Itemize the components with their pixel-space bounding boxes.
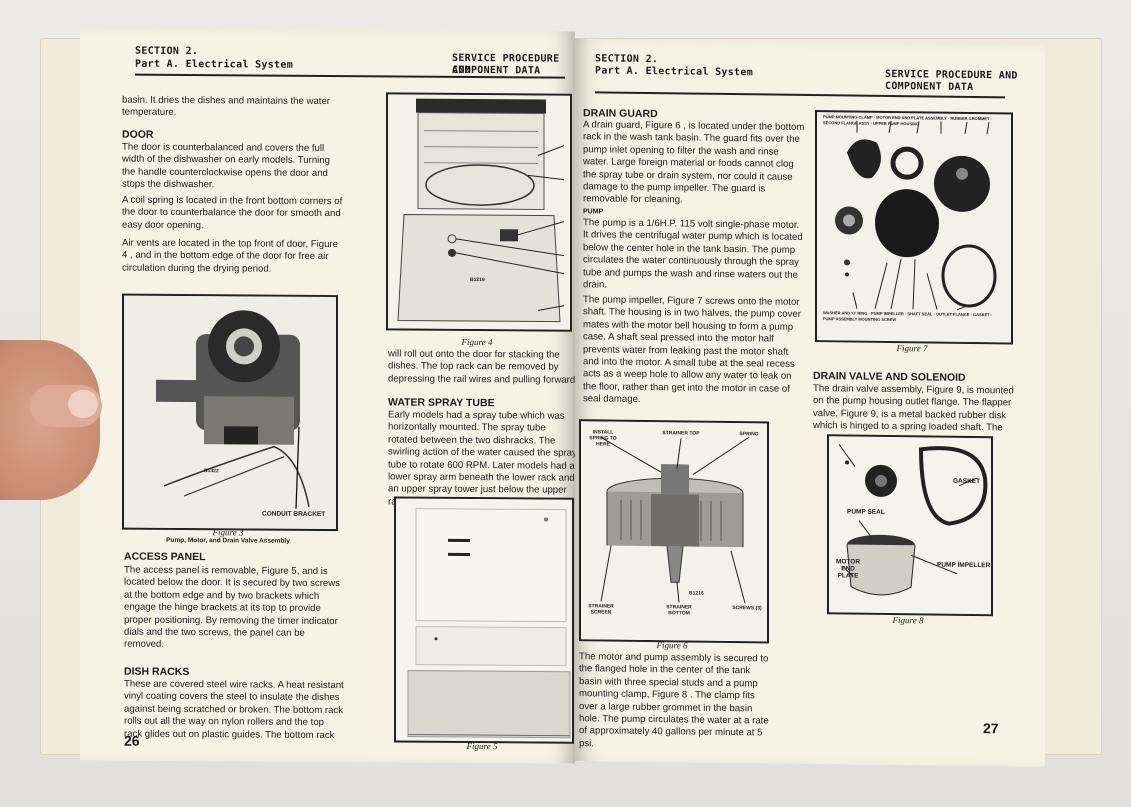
dishwasher-interior-drawing (388, 94, 570, 330)
racks-continued-text: will roll out onto the door for stacking… (388, 348, 575, 386)
label-install-spring: INSTALL SPRING TO HERE (589, 429, 617, 448)
figure-6-id: B1216 (689, 590, 704, 597)
door-heading: DOOR (122, 128, 154, 141)
left-intro-text: basin. It dries the dishes and maintains… (122, 94, 330, 119)
conduit-bracket-label: CONDUIT BRACKET (262, 510, 326, 518)
left-part-label: Part A. Electrical System (135, 58, 294, 71)
figure-4-photo: B1219 (386, 92, 572, 332)
drain-guard-paragraph: A drain guard, Figure 6 , is located und… (583, 119, 805, 206)
label-motor-end-plate: MOTOR END PLATE (835, 558, 861, 580)
drain-valve-paragraph: The drain valve assembly, Figure 9, is m… (813, 383, 1014, 434)
access-panel-heading: ACCESS PANEL (124, 550, 206, 564)
motor-assembly-paragraph: The motor and pump assembly is secured t… (579, 651, 769, 750)
dish-racks-heading: DISH RACKS (124, 665, 190, 679)
pump-motor-drawing (124, 295, 336, 530)
right-page-number: 27 (983, 720, 999, 737)
label-pump-seal: PUMP SEAL (847, 508, 885, 516)
water-spray-tube-paragraph: Early models had a spray tube which was … (388, 409, 575, 507)
drain-valve-drawing (829, 436, 991, 615)
label-strainer-screen: STRAINER SCREEN (588, 603, 614, 616)
figure-7-caption: Figure 7 (896, 343, 928, 354)
figure-8-caption: Figure 8 (892, 615, 924, 626)
label-pump-impeller: PUMP IMPELLER (937, 561, 991, 570)
pump-paragraph-2: The pump impeller, Figure 7 screws onto … (583, 294, 801, 406)
pump-parts-drawing (817, 112, 1011, 343)
water-spray-tube-heading: WATER SPRAY TUBE (388, 396, 495, 410)
figure-3-photo: CONDUIT BRACKET B1322 (122, 293, 338, 532)
door-paragraph-3: Air vents are located in the top front o… (122, 237, 338, 275)
label-screws: SCREWS (3) (732, 605, 762, 612)
door-paragraph-1: The door is counterbalanced and covers t… (122, 141, 330, 191)
label-strainer-top: STRAINER TOP (662, 430, 700, 437)
label-spring: SPRING (739, 431, 759, 438)
figure-7-photo: PUMP MOUNTING CLAMP · MOTOR END AND PLAT… (815, 110, 1013, 345)
dish-racks-paragraph: These are covered steel wire racks. A he… (124, 678, 344, 741)
figure-5-caption: Figure 5 (466, 740, 498, 752)
thumb-nail (68, 390, 98, 418)
right-page: SECTION 2. Part A. Electrical System SER… (575, 39, 1045, 767)
figure-4-caption: Figure 4 (461, 336, 493, 348)
drain-guard-drawing (581, 421, 767, 642)
left-section-label: SECTION 2. (135, 45, 199, 58)
figure-4-id: B1219 (470, 276, 485, 284)
figure-3-subcaption: Pump, Motor, and Drain Valve Assembly (166, 536, 290, 545)
figure-7-bottom-labels: WASHER AND 'O' RING · PUMP IMPELLER · SH… (823, 310, 993, 323)
right-part-label: Part A. Electrical System (595, 65, 754, 79)
figure-6-caption: Figure 6 (656, 640, 688, 651)
access-panel-drawing (396, 498, 572, 742)
label-strainer-bottom: STRAINER BOTTOM (666, 604, 692, 617)
figure-6-photo: INSTALL SPRING TO HERE STRAINER TOP SPRI… (579, 419, 769, 644)
figure-3-id: B1322 (204, 468, 219, 475)
left-page: SECTION 2. Part A. Electrical System SER… (80, 28, 575, 764)
access-panel-paragraph: The access panel is removable, Figure 5,… (124, 564, 340, 651)
door-paragraph-2: A coil spring is located in the front bo… (122, 194, 343, 231)
pump-paragraph-1: The pump is a 1/6H.P. 115 volt single-ph… (583, 217, 803, 291)
figure-8-photo: GASKET PUMP SEAL MOTOR END PLATE PUMP IM… (827, 434, 993, 617)
left-page-number: 26 (124, 732, 140, 749)
figure-7-top-labels: PUMP MOUNTING CLAMP · MOTOR END AND PLAT… (823, 114, 992, 127)
right-header-title-2: COMPONENT DATA (885, 80, 974, 93)
label-gasket: GASKET (953, 477, 981, 486)
figure-5-photo (394, 496, 574, 744)
right-section-label: SECTION 2. (595, 53, 659, 66)
